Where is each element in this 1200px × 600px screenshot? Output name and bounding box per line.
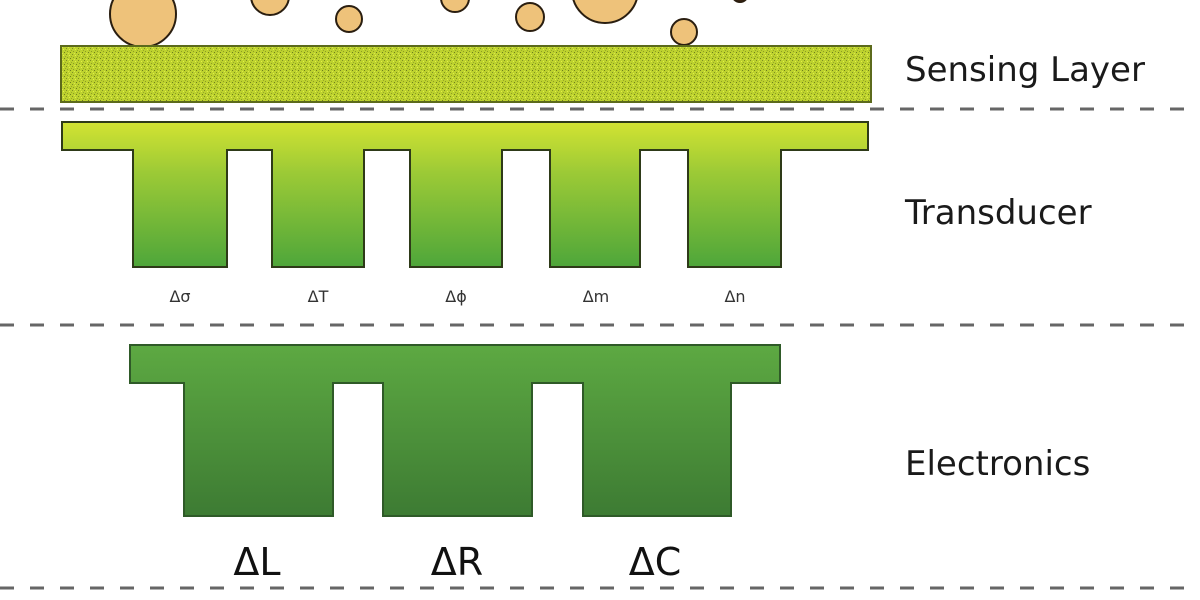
layer-dividers — [0, 107, 1200, 590]
transducer-output-phase: Δϕ — [445, 287, 467, 306]
analyte-molecule — [335, 5, 363, 33]
analyte-molecule — [109, 0, 177, 48]
analyte-molecules — [109, 0, 747, 48]
electronics-block — [129, 344, 781, 517]
analyte-molecule — [440, 0, 470, 13]
sensing-layer-block — [60, 45, 872, 103]
analyte-molecule — [733, 0, 747, 3]
transducer-output-temperature: ΔT — [307, 287, 329, 306]
layer-label-sensing: Sensing Layer — [905, 50, 1145, 90]
layer-label-transducer: Transducer — [905, 193, 1092, 233]
analyte-molecule — [670, 18, 698, 46]
transducer-block — [61, 121, 869, 268]
transducer-output-refractive-index: Δn — [724, 287, 746, 306]
electronics-output-capacitance: ΔC — [628, 540, 682, 584]
analyte-molecule — [515, 2, 545, 32]
electronics-output-inductance: ΔL — [233, 540, 281, 584]
electronics-output-resistance: ΔR — [430, 540, 484, 584]
layer-label-electronics: Electronics — [905, 444, 1091, 484]
analyte-molecule — [572, 0, 638, 24]
analyte-molecule — [250, 0, 290, 16]
transducer-output-mass: Δm — [582, 287, 610, 306]
transducer-output-conductivity: Δσ — [169, 287, 191, 306]
